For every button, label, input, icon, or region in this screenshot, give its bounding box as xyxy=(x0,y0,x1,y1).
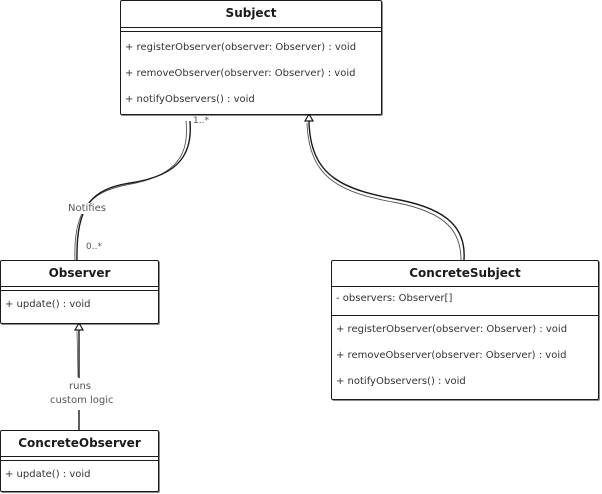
generalization-concretesubject-line xyxy=(308,120,465,261)
subject-class-box[interactable]: Subject + registerObserver(observer: Obs… xyxy=(120,0,382,115)
generalization-label-runs: runs custom logic xyxy=(50,380,114,408)
concreteobserver-class-box[interactable]: ConcreteObserver + update() : void xyxy=(0,430,159,492)
concretesubject-methods-separator xyxy=(332,315,598,316)
generalization-concreteobserver-line-sketch xyxy=(76,330,79,378)
concreteobserver-method: + update() : void xyxy=(5,469,91,480)
subject-method: + removeObserver(observer: Observer) : v… xyxy=(125,68,356,79)
concretesubject-method: + removeObserver(observer: Observer) : v… xyxy=(336,350,567,361)
concretesubject-title-separator xyxy=(332,286,598,287)
generalization-label-runs-line1: runs xyxy=(69,381,91,392)
observer-class-name: Observer xyxy=(48,266,111,280)
observer-class-box[interactable]: Observer + update() : void xyxy=(0,260,159,324)
concretesubject-method: + notifyObservers() : void xyxy=(336,376,466,387)
observer-attributes-compartment xyxy=(1,286,158,291)
subject-class-name: Subject xyxy=(225,6,277,20)
association-notifies-line xyxy=(76,120,191,261)
concretesubject-attribute: - observers: Observer[] xyxy=(336,293,453,304)
inheritance-arrowhead-subject xyxy=(303,112,315,122)
multiplicity-observer: 0..* xyxy=(86,242,102,252)
association-notifies-line-sketch xyxy=(74,120,187,261)
inheritance-arrowhead-observer xyxy=(73,321,85,331)
multiplicity-subject: 1..* xyxy=(193,116,209,126)
association-label-notifies: Notifies xyxy=(66,203,108,214)
subject-attributes-compartment xyxy=(121,27,381,32)
concretesubject-class-name: ConcreteSubject xyxy=(409,266,521,280)
observer-method: + update() : void xyxy=(5,299,91,310)
concretesubject-method: + registerObserver(observer: Observer) :… xyxy=(336,324,568,335)
subject-method: + registerObserver(observer: Observer) :… xyxy=(125,42,357,53)
subject-method: + notifyObservers() : void xyxy=(125,94,255,105)
concreteobserver-class-name: ConcreteObserver xyxy=(18,436,141,450)
concreteobserver-attributes-compartment xyxy=(1,456,158,461)
concretesubject-class-box[interactable]: ConcreteSubject - observers: Observer[] … xyxy=(331,260,599,400)
generalization-concretesubject-line-sketch xyxy=(306,122,462,261)
generalization-label-runs-line2: custom logic xyxy=(50,395,114,406)
